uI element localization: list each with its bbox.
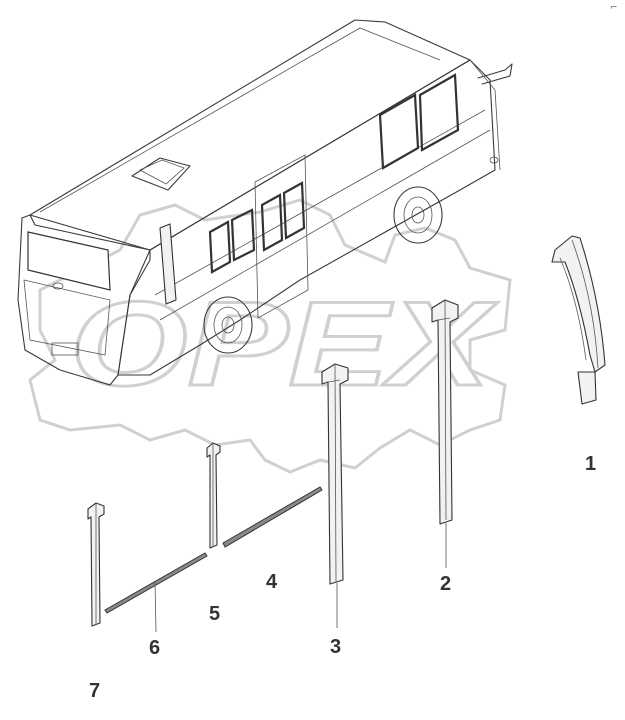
rear-wheel	[203, 296, 253, 354]
watermark-logo: OPEX	[28, 198, 512, 474]
part-4-trim-strip	[222, 486, 323, 548]
callout-4: 4	[266, 571, 278, 593]
front-wheel	[393, 186, 443, 244]
bus-side	[117, 59, 496, 376]
part-2-side-pillar-trim	[431, 299, 459, 525]
bus-illustration	[17, 19, 513, 386]
side-window-4	[418, 73, 460, 152]
side-window-2	[230, 208, 256, 262]
callout-2: 2	[440, 573, 451, 595]
roof-hatch	[131, 157, 191, 191]
rear-window	[27, 231, 111, 291]
part-7-pillar-trim	[87, 502, 105, 627]
part-1-front-pillar-trim	[551, 235, 606, 405]
side-window-3	[378, 93, 420, 170]
callout-1: 1	[585, 453, 596, 475]
rear-pillar	[159, 223, 177, 305]
side-door	[254, 154, 309, 319]
part-5-pillar-trim	[206, 442, 221, 549]
watermark-text: OPEX	[70, 277, 499, 411]
callout-5: 5	[209, 603, 220, 625]
callout-7: 7	[89, 680, 100, 702]
callout-3: 3	[330, 636, 341, 658]
corner-mark: ⌐	[610, 3, 618, 13]
license-plate	[51, 342, 79, 356]
side-window-1	[208, 220, 232, 274]
leader-lines	[154, 523, 447, 633]
part-6-trim-strip	[104, 552, 208, 614]
callout-6: 6	[149, 637, 160, 659]
part-3-door-pillar-trim	[321, 363, 349, 585]
side-mirror	[477, 63, 513, 85]
